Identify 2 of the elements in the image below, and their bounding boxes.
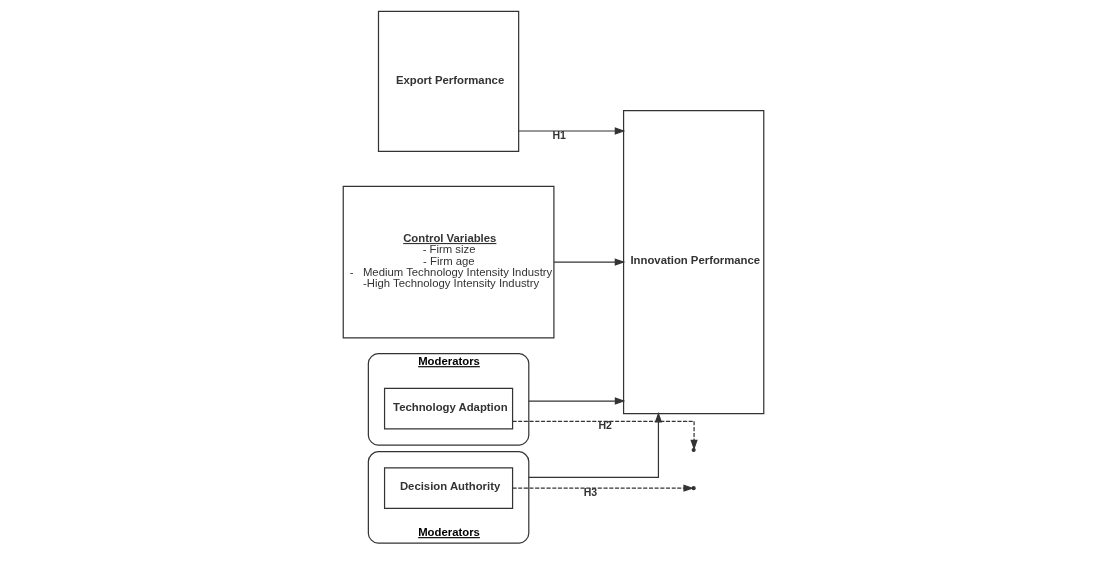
edge-label: H1 bbox=[551, 128, 566, 141]
edge-label: H3 bbox=[583, 485, 597, 498]
